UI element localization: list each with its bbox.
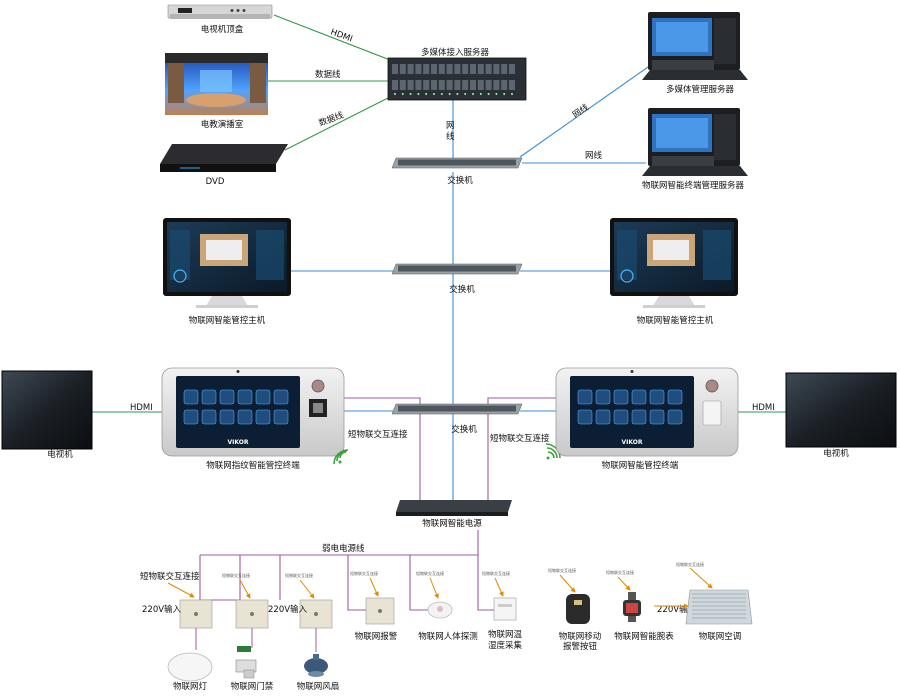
iot-watch: 物联网智能腕表 [614,592,674,642]
small-caption: 短物联交互连接 [222,572,250,578]
short-iot-bottom-label: 短物联交互连接 [140,571,200,582]
small-caption: 短物联交互连接 [285,572,313,578]
net-iot-mgmt-label: 网线 [585,150,603,161]
temp-humidity-label-a: 物联网温 [488,629,523,640]
dvd-player: DVD [160,144,288,187]
studio-label: 电教演播室 [201,119,244,130]
tv-left: 电视机 [1,370,93,460]
media-mgmt-server-label: 多媒体管理服务器 [666,84,735,95]
wireless-icon [338,460,342,464]
studio-image: 电教演播室 [165,53,268,130]
tv-settop-box: 电视机顶盒 [167,4,273,35]
brand-logo-left: VIKOR [228,439,249,446]
switch-1-label: 交换机 [447,175,473,186]
switch-panel-1 [179,599,213,629]
door-label: 物联网门禁 [231,681,274,692]
power-input-1-label: 220V输入 [142,604,182,615]
terminal-left: VIKOR 物联网指纹智能管控终端 [161,367,345,471]
iot-mgmt-server-label: 物联网智能终端管理服务器 [642,180,745,191]
connection-lines [92,14,786,611]
host-right-label: 物联网智能管控主机 [637,315,714,326]
wireless-icon [546,456,550,460]
body-detect-label: 物联网人体探测 [418,631,478,642]
tv-right-label: 电视机 [823,448,849,459]
temp-humidity-label-b: 湿度采集 [488,640,523,651]
brand-logo-right: VIKOR [622,439,643,446]
net-line-mgmt [519,66,649,158]
switch-panel-2 [235,599,269,629]
power-line-term-left [342,397,421,512]
iot-alarm: 物联网报警 [355,597,398,642]
iot-fan: 物联网风扇 [297,628,340,692]
small-caption: 短物联交互连接 [676,561,704,567]
media-mgmt-server: 多媒体管理服务器 [642,12,748,95]
watch-label: 物联网智能腕表 [614,631,674,642]
hdmi-line-settop [273,14,391,61]
host-right-monitor: 物联网智能管控主机 [610,218,738,326]
power-input-3-label: 220V输入 [657,604,697,615]
lamp-label: 物联网灯 [173,681,208,692]
fan-label: 物联网风扇 [297,681,340,692]
power-supply-label: 物联网智能电源 [422,518,482,529]
aircon-label: 物联网空调 [699,631,742,642]
switch-3: 交换机 [391,403,523,435]
media-access-server: 多媒体接入服务器 [387,47,527,101]
net-vertical-label-a: 网 [446,121,455,131]
switch-3-label: 交换机 [451,424,477,435]
dvd-label: DVD [206,177,225,187]
data-line-label-1: 数据线 [315,69,341,80]
hdmi-left-label: HDMI [130,403,153,413]
iot-body-detect: 物联网人体探测 [418,601,478,642]
power-line-term-right [487,397,556,512]
short-iot-left-label: 短物联交互连接 [348,429,408,440]
short-iot-right-label: 短物联交互连接 [490,433,550,444]
mobile-alarm-label-b: 报警按钮 [563,641,598,652]
net-vertical-label-b: 线 [446,131,455,142]
power-drop-body [409,555,428,611]
iot-mobile-alarm: 物联网移动 报警按钮 [559,594,602,652]
small-caption: 短物联交互连接 [482,570,510,576]
small-caption: 短物联交互连接 [548,567,576,573]
power-drop-temp [477,555,494,611]
power-drop-alarm [347,555,368,611]
switch-1: 交换机 [391,157,523,186]
weak-power-label: 弱电电源线 [322,543,365,554]
terminal-left-label: 物联网指纹智能管控终端 [206,460,300,471]
alarm-label: 物联网报警 [355,631,398,642]
wireless-icon [333,449,349,465]
tv-right: 电视机 [785,372,897,459]
small-caption: 短物联交互连接 [416,570,444,576]
host-left-label: 物联网智能管控主机 [189,315,266,326]
hdmi-right-label: HDMI [752,403,775,413]
switch-2-label: 交换机 [449,284,475,295]
small-caption: 短物联交互连接 [606,569,634,575]
net-mgmt-label: 网线 [571,102,592,121]
data-line-label-2: 数据线 [317,110,345,129]
tv-settop-label: 电视机顶盒 [201,24,244,35]
iot-power-supply: 物联网智能电源 [396,500,512,529]
terminal-right-label: 物联网智能管控终端 [602,460,679,471]
data-line-dvd [284,96,391,151]
small-caption: 短物联交互连接 [350,570,378,576]
terminal-right: VIKOR 物联网智能管控终端 [555,367,739,471]
power-input-2-label: 220V输入 [268,604,308,615]
media-server-label: 多媒体接入服务器 [421,47,490,58]
hdmi-top-label: HDMI [329,27,354,44]
iot-mgmt-server: 物联网智能终端管理服务器 [642,108,748,191]
switch-2: 交换机 [391,263,523,295]
iot-lamp: 物联网灯 [167,628,213,692]
iot-aircon: 物联网空调 [685,589,753,642]
mobile-alarm-label-a: 物联网移动 [559,631,602,642]
iot-door: 物联网门禁 [231,628,274,692]
tv-left-label: 电视机 [47,449,73,460]
iot-temp-humidity: 物联网温 湿度采集 [488,597,523,651]
host-left-monitor: 物联网智能管控主机 [163,218,291,326]
